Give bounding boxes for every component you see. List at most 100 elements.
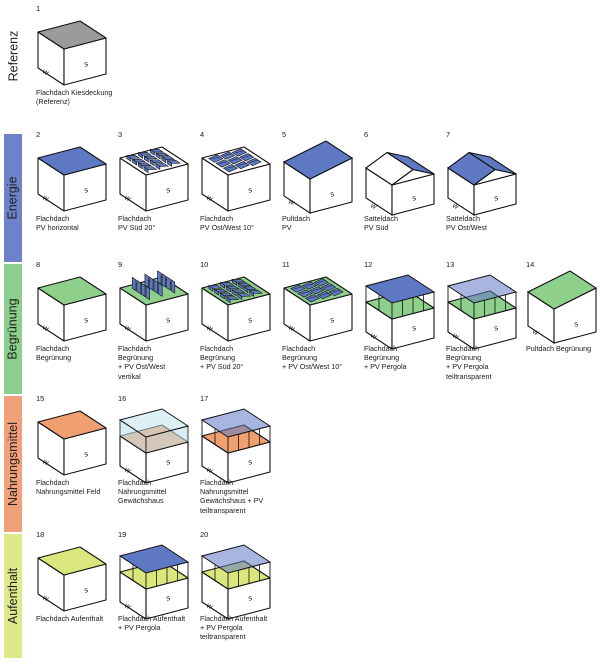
compass-west: W [205, 467, 214, 475]
band-label-referenz: Referenz [6, 30, 21, 82]
caption-line: Flachdach [118, 214, 152, 223]
variant-number: 8 [36, 260, 41, 269]
building-diagram: WS [118, 544, 190, 620]
caption-line: Pultdach [282, 214, 310, 223]
compass-west: W [123, 467, 132, 475]
building-diagram: WS [364, 274, 436, 350]
pv-module [219, 282, 235, 286]
compass-south: S [84, 188, 90, 195]
building-diagram: WS [526, 270, 598, 345]
variant-number: 12 [364, 260, 373, 269]
building-diagram: WS [200, 408, 272, 484]
compass-south: S [84, 588, 90, 595]
caption-line: + PV Pergola [118, 623, 161, 633]
building-diagram: WS [283, 276, 353, 342]
pv-vertical-panel [153, 279, 158, 294]
building-diagram: WS [37, 276, 107, 342]
caption-line: + PV Pergola [446, 362, 489, 372]
building-diagram: WS [37, 20, 107, 86]
caption-line: Begrünung [118, 353, 154, 363]
caption-line: Flachdach [200, 214, 234, 223]
compass-west: W [205, 195, 214, 203]
canopy-roof [118, 408, 190, 438]
caption-line: Begrünung [200, 353, 236, 363]
roof-surface [37, 410, 107, 440]
caption-line: Satteldach [446, 214, 480, 223]
caption-line: Nahrungsmittel [118, 487, 167, 497]
variant-number: 3 [118, 130, 123, 139]
caption-line: Flachdach [446, 344, 480, 353]
compass-south: S [574, 322, 580, 329]
caption-line: Nahrungsmittel [200, 487, 249, 497]
pv-module [207, 285, 223, 289]
pv-ridge [308, 296, 317, 299]
pv-module [219, 292, 234, 297]
pv-module [166, 160, 182, 164]
pv-module [143, 155, 158, 160]
roof-surface [37, 20, 107, 50]
pv-ridge [317, 280, 326, 284]
pv-module [131, 158, 147, 163]
variant-number: 9 [118, 260, 123, 269]
compass-south: S [494, 196, 500, 203]
variant-number: 11 [282, 260, 290, 269]
caption-line: PV Süd [364, 223, 389, 233]
variant-number: 19 [118, 530, 127, 539]
compass-west: W [41, 69, 50, 77]
variant-caption: Flachdach Aufenthalt [36, 614, 116, 623]
caption-line: PV Süd 20° [118, 223, 156, 233]
compass-west: W [41, 325, 50, 333]
variant-number: 20 [200, 530, 209, 539]
compass-south: S [84, 452, 90, 459]
canopy-roof [200, 408, 272, 438]
variant-number: 17 [200, 394, 209, 403]
band-energie-bar [4, 134, 22, 262]
roof-surface [37, 146, 107, 176]
pv-vertical-panel [131, 276, 137, 292]
pv-ridge [237, 162, 247, 166]
band-label-begruenung: Begrünung [6, 298, 21, 360]
compass-south: S [330, 192, 336, 199]
compass-south: S [166, 318, 172, 325]
pv-vertical-panel [145, 285, 150, 301]
pv-module [155, 152, 170, 157]
pv-vertical-panel [170, 279, 176, 294]
compass-west: W [205, 325, 214, 333]
caption-line: vertikal [118, 371, 141, 381]
pv-vertical-panel [141, 282, 146, 298]
compass-south: S [248, 460, 254, 467]
compass-west: W [123, 195, 132, 203]
caption-line: Flachdach Aufenthalt [36, 614, 104, 623]
building-diagram: WS [37, 410, 107, 476]
compass-west: W [451, 203, 460, 211]
variant-number: 16 [118, 394, 127, 403]
caption-line: Gewächshaus [118, 496, 164, 506]
band-label-nahrungsmittel: Nahrungsmittel [6, 421, 21, 507]
pv-module [213, 288, 229, 293]
compass-south: S [412, 196, 418, 203]
roof-surface [37, 546, 107, 576]
compass-west: W [41, 459, 50, 467]
caption-line: teiltransparent [200, 632, 246, 642]
compass-south: S [166, 188, 172, 195]
pv-vertical-panel [161, 273, 166, 288]
building-diagram: WS [201, 146, 271, 212]
band-label-energie: Energie [6, 176, 20, 220]
caption-line: Flachdach [282, 344, 316, 353]
